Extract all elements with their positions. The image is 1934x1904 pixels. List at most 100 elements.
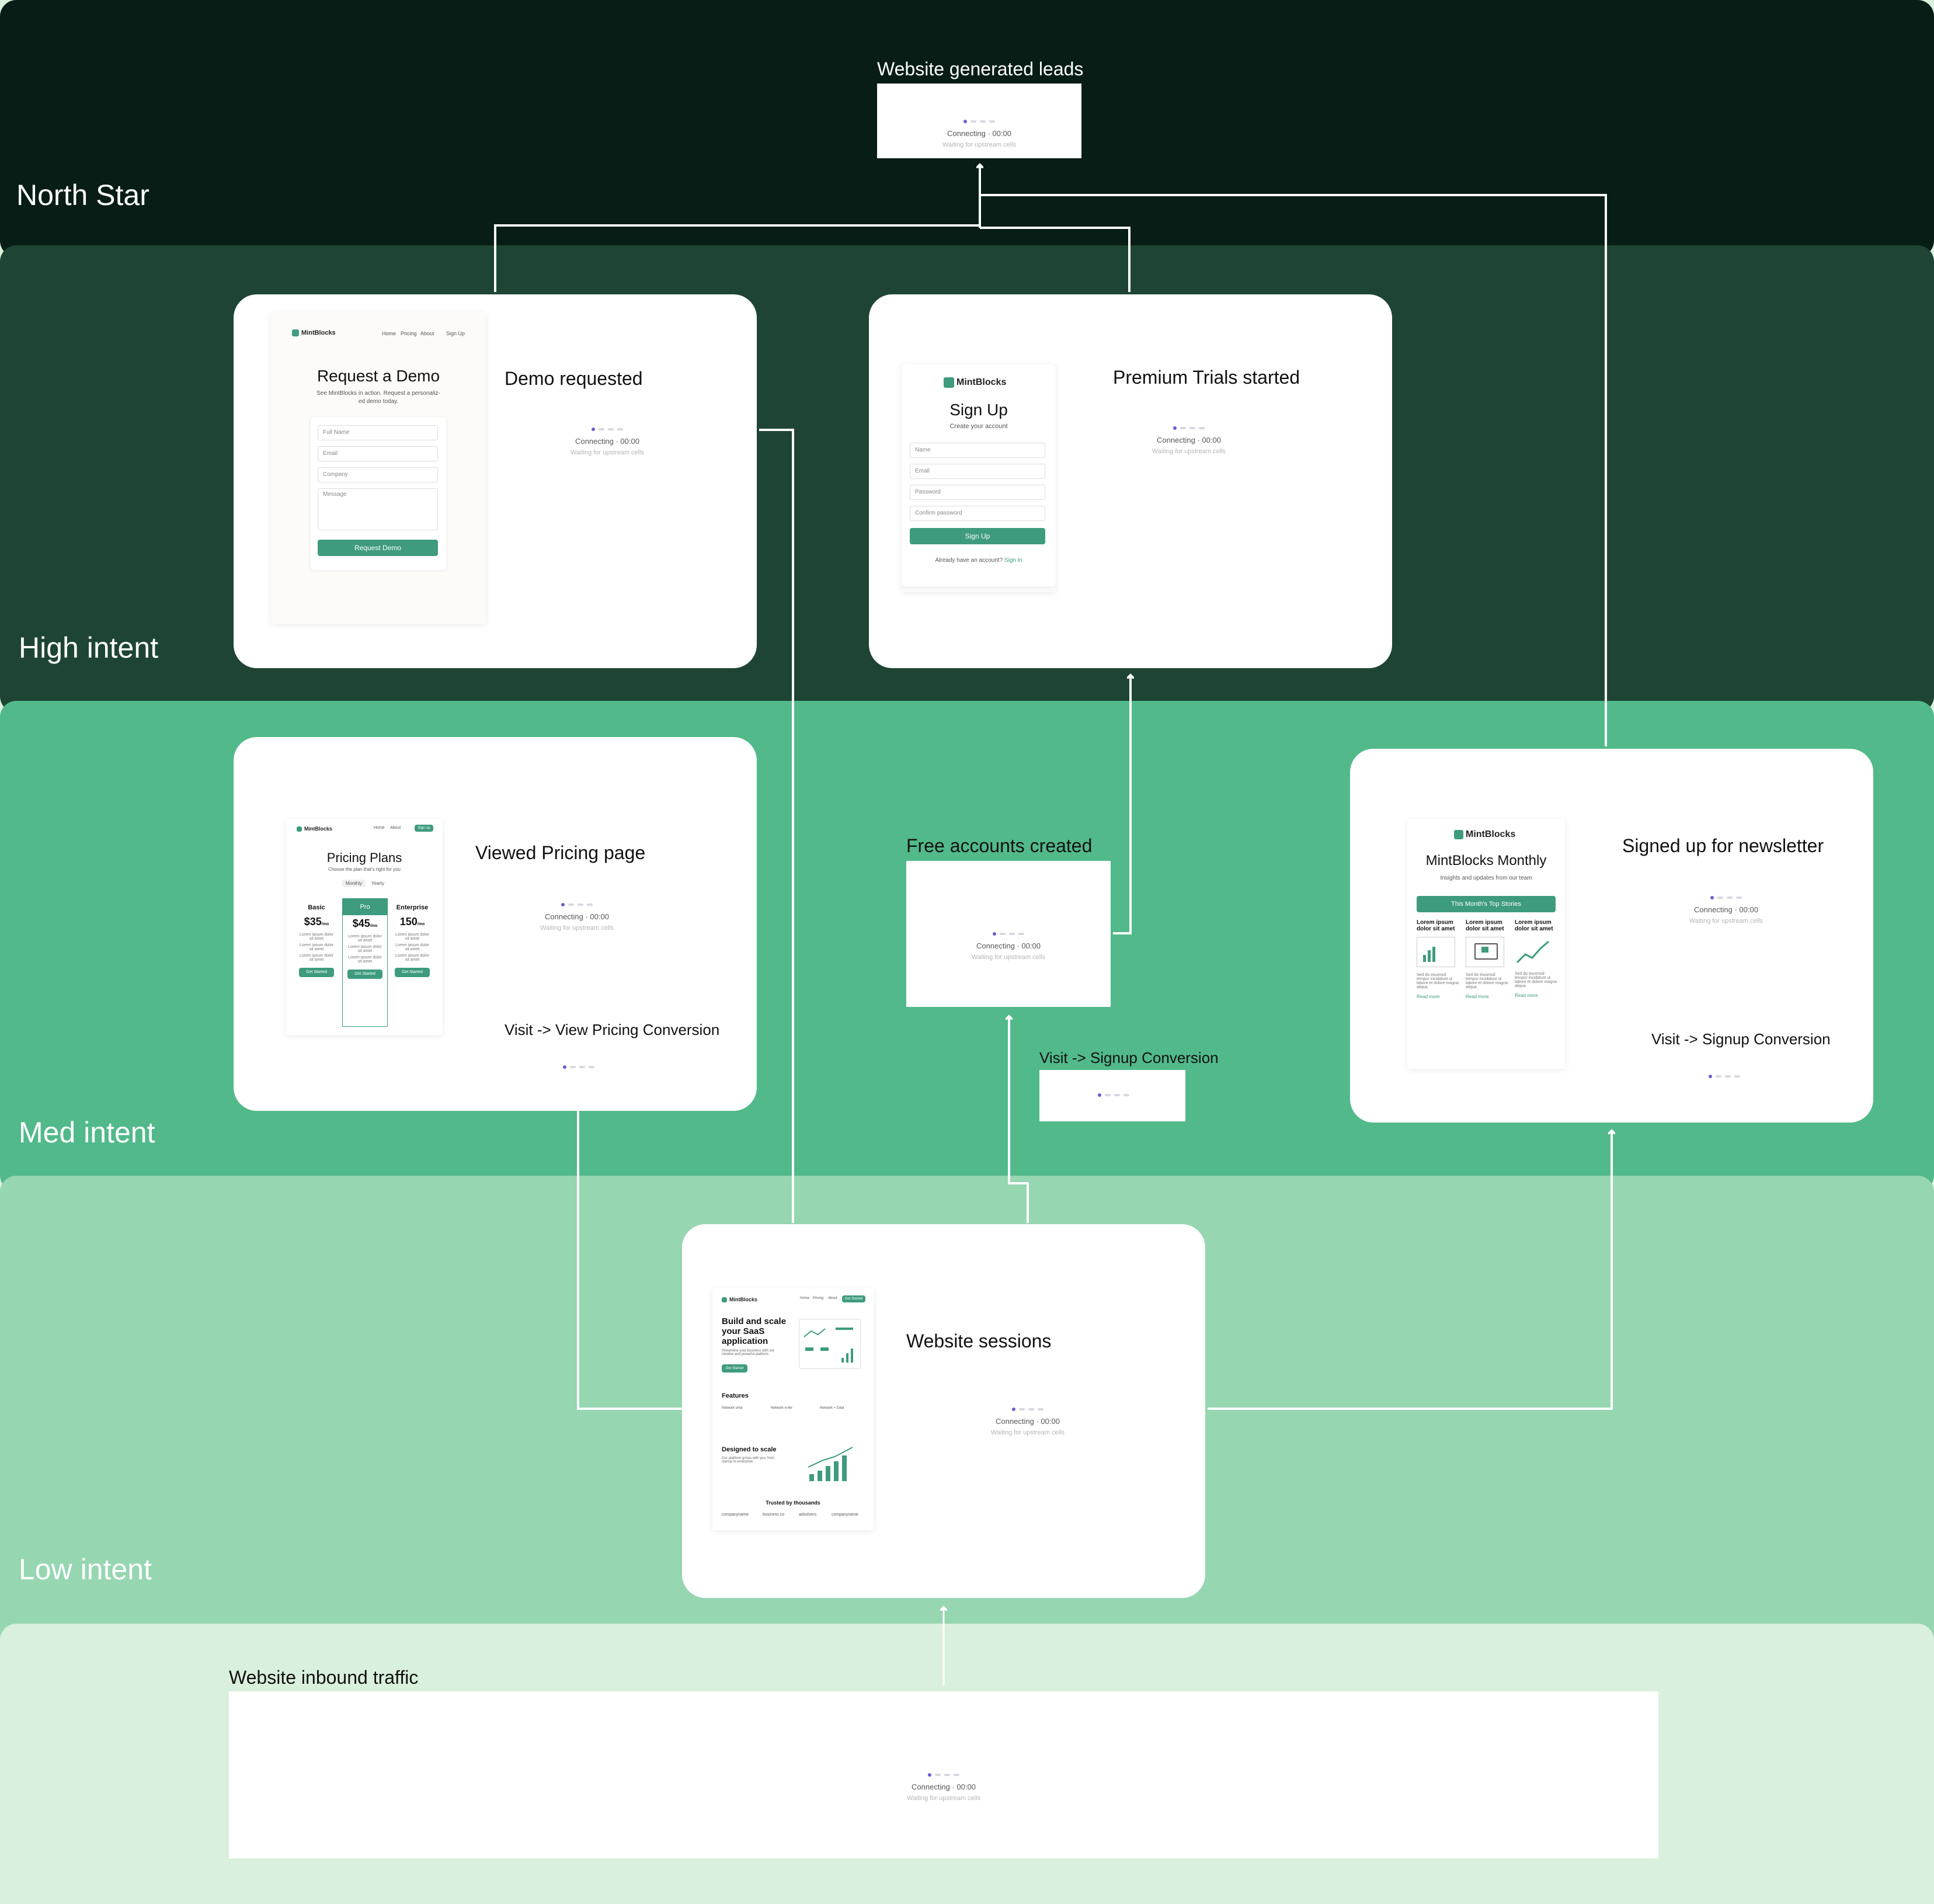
connector-sessions-to-free-accounts <box>1009 1016 1029 1223</box>
logo-icon <box>292 329 299 336</box>
node-premium-trials[interactable]: MintBlocks Sign Up Create your account N… <box>869 294 1392 668</box>
connector-sessions-to-pricing <box>577 1111 682 1410</box>
mock-brand: MintBlocks <box>944 377 1006 388</box>
signup-page-mockup: MintBlocks Sign Up Create your account N… <box>902 364 1056 592</box>
node-title-traffic: Website inbound traffic <box>229 1667 419 1688</box>
node-signup-conversion[interactable] <box>1039 1070 1185 1121</box>
mock-brand: MintBlocks <box>292 329 336 336</box>
node-website-sessions[interactable]: MintBlocks Home Pricing About Get Starte… <box>682 1224 1205 1598</box>
mock-nav-home: Home <box>374 826 385 830</box>
mock-heading: MintBlocks Monthly <box>1425 853 1547 868</box>
mock-plan-pro: Pro $45/mo Lorem ipsum dolor sit amet Lo… <box>342 898 388 1027</box>
node-newsletter-status: Connecting · 00:00 Waiting for upstream … <box>1650 895 1802 925</box>
mock-story-3: Lorem ipsum dolor sit amet Sed do eiusmo… <box>1515 919 1557 998</box>
node-inbound-traffic[interactable]: Connecting · 00:00 Waiting for upstream … <box>229 1691 1658 1858</box>
loading-dots <box>1098 1093 1129 1097</box>
mock-sub: Create your account <box>949 423 1008 430</box>
demo-page-mockup: MintBlocks Home Pricing About Sign Up Re… <box>271 312 486 624</box>
mock-field-email: Email <box>910 464 1045 479</box>
mock-scale-title: Designed to scale <box>722 1446 777 1453</box>
loading-dots <box>1650 895 1802 901</box>
node-title-sessions: Website sessions <box>906 1330 1052 1351</box>
mock-nav-about: About <box>420 331 434 336</box>
node-sessions-status: Connecting · 00:00 Waiting for upstream … <box>952 1406 1104 1436</box>
mock-logo-3: adsolvers <box>799 1513 816 1517</box>
mock-nav-signup: Sign Up <box>415 825 433 832</box>
mock-trusted-title: Trusted by thousands <box>766 1500 820 1506</box>
mock-brand: MintBlocks <box>722 1297 757 1302</box>
mock-field-message: Message <box>318 488 438 530</box>
mock-field-email: Email <box>318 446 438 461</box>
growth-chart-icon <box>808 1447 853 1481</box>
mock-request-demo-button: Request Demo <box>318 540 438 556</box>
mock-field-name: Full Name <box>318 425 438 440</box>
mock-hero-cta: Get Started <box>722 1364 747 1373</box>
mock-field-name: Name <box>910 443 1045 458</box>
node-title-free-accounts: Free accounts created <box>906 835 1093 856</box>
node-title-newsletter-conversion: Visit -> Signup Conversion <box>1651 1030 1831 1048</box>
node-trials-status: Connecting · 00:00 Waiting for upstream … <box>1113 425 1265 455</box>
mock-story-1: Lorem ipsum dolor sit amet Sed do eiusmo… <box>1417 919 1459 999</box>
node-traffic-status: Connecting · 00:00 Waiting for upstream … <box>868 1772 1020 1802</box>
connector-sessions-to-demo <box>759 429 794 1223</box>
node-newsletter[interactable]: MintBlocks MintBlocks Monthly Insights a… <box>1350 749 1873 1123</box>
node-leads[interactable]: Connecting · 00:00 Waiting for upstream … <box>877 84 1081 158</box>
mock-sub: Insights and updates from our team <box>1440 875 1532 881</box>
connector-trials-to-leads <box>980 227 1131 292</box>
mock-scale-sub: Our platform grows with you, from startu… <box>722 1457 775 1464</box>
chart-icon <box>1417 937 1455 967</box>
band-label-med-intent: Med intent <box>19 1116 155 1149</box>
node-demo-status: Connecting · 00:00 Waiting for upstream … <box>531 426 683 456</box>
mock-nav-home: Home <box>382 331 396 336</box>
mock-plan-basic-button: Get Started <box>299 968 334 977</box>
node-pricing-status: Connecting · 00:00 Waiting for upstream … <box>501 902 653 932</box>
mock-feature-1: Network uma <box>722 1406 743 1410</box>
node-title-leads: Website generated leads <box>877 58 1084 79</box>
loading-dots <box>563 1065 594 1069</box>
node-title-pricing: Viewed Pricing page <box>475 842 646 863</box>
loading-dots <box>868 1772 1020 1778</box>
logo-icon <box>944 377 954 388</box>
logo-icon <box>1454 830 1463 839</box>
mock-logo-2: business.co <box>763 1513 784 1517</box>
mock-logo-4: companyname <box>832 1513 858 1517</box>
mock-nav-cta: Get Started <box>842 1295 865 1302</box>
loading-dots <box>952 1406 1104 1412</box>
mock-form: Full Name Email Company Message Request … <box>311 417 446 570</box>
node-free-accounts[interactable]: Connecting · 00:00 Waiting for upstream … <box>906 861 1111 1007</box>
node-title-signup-conversion: Visit -> Signup Conversion <box>1039 1049 1219 1066</box>
node-title-newsletter: Signed up for newsletter <box>1622 835 1824 856</box>
logo-icon <box>297 826 302 832</box>
pricing-page-mockup: MintBlocks Home About Sign Up Pricing Pl… <box>286 819 443 1035</box>
mock-toggle-yearly: Yearly <box>371 881 384 886</box>
mock-nav-signup: Sign Up <box>446 331 465 336</box>
connector-free-accounts-to-trials <box>1113 675 1131 934</box>
node-viewed-pricing[interactable]: MintBlocks Home About Sign Up Pricing Pl… <box>234 737 757 1111</box>
loading-dots <box>531 426 683 432</box>
mock-features-title: Features <box>722 1392 749 1399</box>
mock-banner: This Month's Top Stories <box>1417 896 1556 912</box>
node-leads-status: Connecting · 00:00 Waiting for upstream … <box>903 119 1055 148</box>
mock-footer: Already have an account? Sign in <box>935 557 1022 564</box>
connector-sessions-to-newsletter <box>1208 1131 1612 1410</box>
band-label-low-intent: Low intent <box>19 1553 152 1586</box>
loading-dots <box>1709 1075 1740 1078</box>
mock-plan-enterprise: Enterprise 150/mo Lorem ipsum dolor sit … <box>390 898 434 1026</box>
trend-icon <box>1515 937 1552 966</box>
node-free-accounts-status: Connecting · 00:00 Waiting for upstream … <box>933 931 1084 961</box>
mock-logo-1: companyname <box>722 1513 749 1517</box>
mock-signup-card: MintBlocks Sign Up Create your account N… <box>902 364 1056 586</box>
node-title-pricing-conversion: Visit -> View Pricing Conversion <box>505 1021 720 1038</box>
band-label-north-star: North Star <box>16 179 149 211</box>
loading-dots <box>501 902 653 908</box>
mock-feature-3: Network + Data <box>820 1406 844 1410</box>
mock-nav-about: About <box>390 826 401 830</box>
mock-feature-2: Network e-lite <box>771 1406 792 1410</box>
mock-sub: Choose the plan that's right for you <box>328 867 401 872</box>
mock-sub-1: See MintBlocks in action. Request a pers… <box>316 390 440 397</box>
node-demo-requested[interactable]: MintBlocks Home Pricing About Sign Up Re… <box>234 294 757 668</box>
mock-heading: Pricing Plans <box>326 850 402 865</box>
dashboard-illustration <box>799 1319 861 1369</box>
